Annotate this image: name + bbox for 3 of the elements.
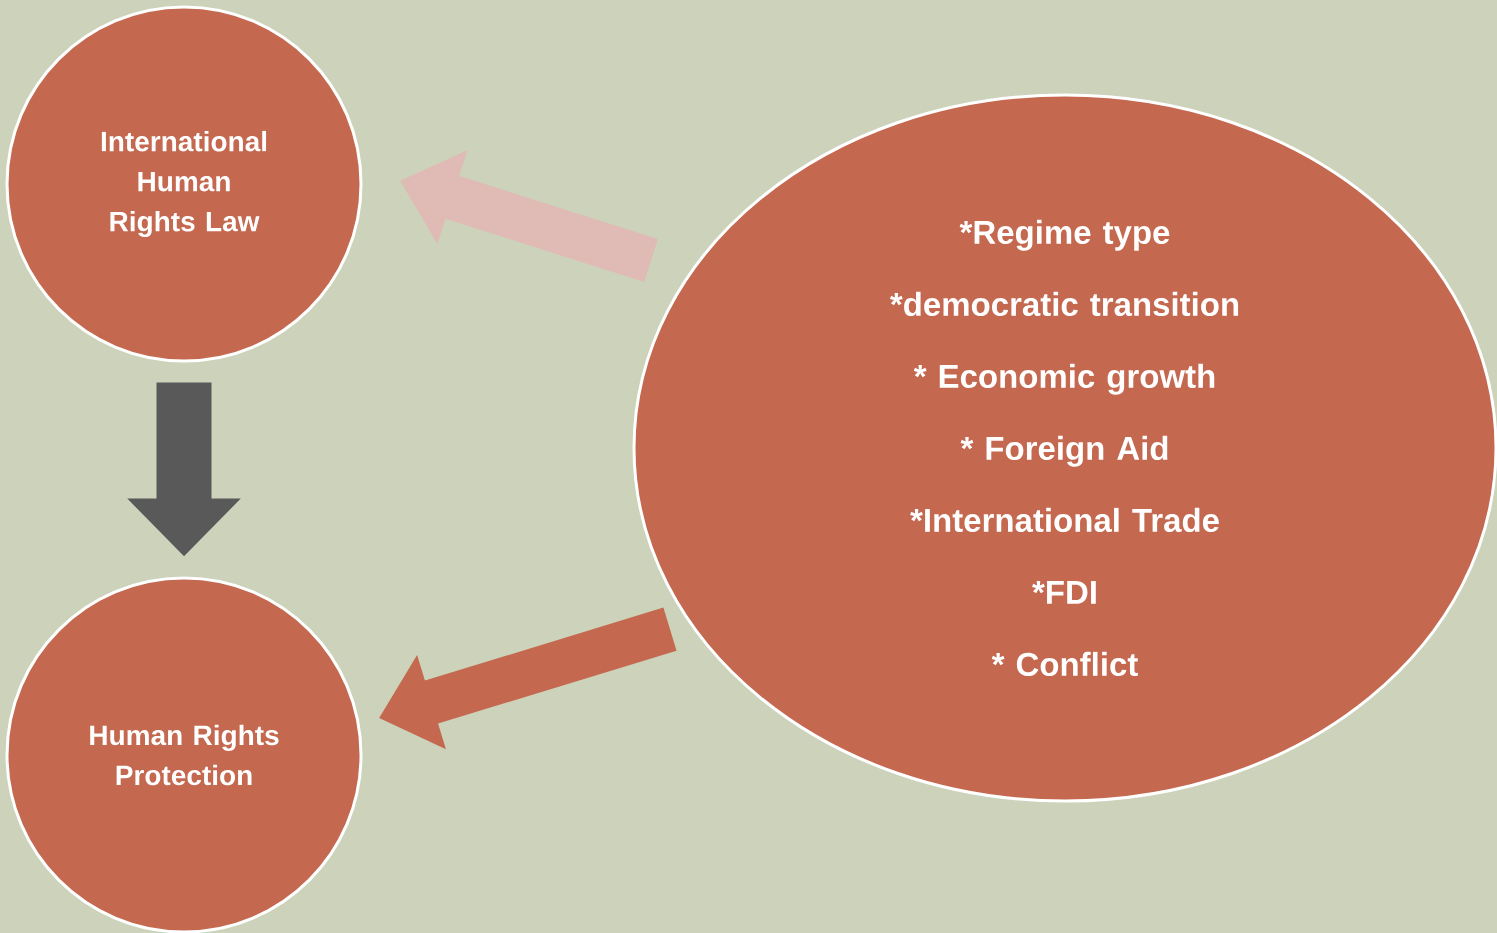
circle-node: Human Rights Protection xyxy=(5,576,363,933)
ellipse-node: *Regime type *democratic transition * Economic growth * Foreign Aid *International Trade *FDI * Conflict xyxy=(632,93,1497,803)
circle-node: International Human Rights Law xyxy=(5,5,363,363)
